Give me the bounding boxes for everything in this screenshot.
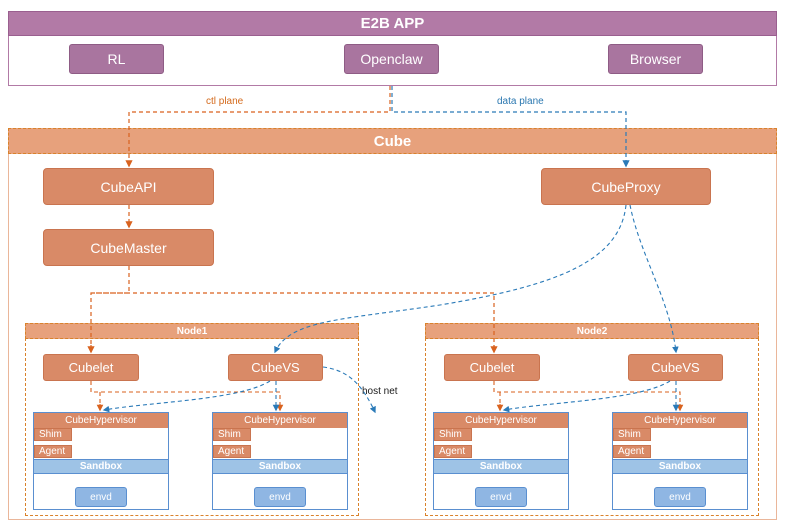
node1-cubevs-box[interactable]: CubeVS <box>228 354 323 381</box>
node2-sandbox-a-label: Sandbox <box>434 459 568 474</box>
node2-sandbox-a-hypervisor: CubeHypervisor <box>434 413 568 428</box>
openclaw-button[interactable]: Openclaw <box>344 44 439 74</box>
node1-sandbox-b-envd[interactable]: envd <box>254 487 306 507</box>
node1-cubelet-box[interactable]: Cubelet <box>43 354 139 381</box>
cubemaster-box[interactable]: CubeMaster <box>43 229 214 266</box>
node1-sandbox-b-label: Sandbox <box>213 459 347 474</box>
node1-sandbox-a-envd[interactable]: envd <box>75 487 127 507</box>
data-wire-host-net <box>322 366 376 414</box>
node2-title: Node2 <box>425 323 759 339</box>
ctl-wire-cubemaster-to-cubelets <box>90 266 495 352</box>
node2-sandbox-a-agent: Agent <box>434 445 472 458</box>
node1-sandbox-b-hypervisor: CubeHypervisor <box>213 413 347 428</box>
node1-ctl-wire-cubelet-to-hv <box>90 381 281 410</box>
node1-sandbox-a-shim: Shim <box>34 428 72 441</box>
cubeapi-box[interactable]: CubeAPI <box>43 168 214 205</box>
rl-button[interactable]: RL <box>69 44 164 74</box>
data-plane-wire-app-to-cubeproxy <box>391 86 630 168</box>
ctl-plane-wire-app-to-cubeapi <box>125 86 391 168</box>
data-plane-label: data plane <box>497 96 544 107</box>
node1-sandbox-b-shim: Shim <box>213 428 251 441</box>
node2-cubelet-box[interactable]: Cubelet <box>444 354 540 381</box>
cubeproxy-box[interactable]: CubeProxy <box>541 168 711 205</box>
node2-data-wire-cubevs-to-hv-a <box>502 380 671 413</box>
host-net-label: host net <box>362 386 398 397</box>
node1-sandbox-a-agent: Agent <box>34 445 72 458</box>
node2-cubevs-box[interactable]: CubeVS <box>628 354 723 381</box>
node2-sandbox-b-label: Sandbox <box>613 459 747 474</box>
data-wire-cubeproxy-to-node2-cubevs <box>629 204 679 354</box>
browser-button[interactable]: Browser <box>608 44 703 74</box>
ctl-plane-label: ctl plane <box>206 96 244 107</box>
node2-sandbox-b-hypervisor: CubeHypervisor <box>613 413 747 428</box>
node1-sandbox-a-hypervisor: CubeHypervisor <box>34 413 168 428</box>
cube-title: Cube <box>8 128 777 154</box>
node1-data-wire-cubevs-to-hv-a <box>102 380 271 413</box>
node1-title: Node1 <box>25 323 359 339</box>
data-wire-cubeproxy-to-node1-cubevs <box>274 204 627 354</box>
node2-sandbox-a-envd[interactable]: envd <box>475 487 527 507</box>
node2-ctl-wire-cubelet-to-hv <box>493 381 681 410</box>
node1-sandbox-b-agent: Agent <box>213 445 251 458</box>
node2-sandbox-b-shim: Shim <box>613 428 651 441</box>
e2b-app-title: E2B APP <box>8 11 777 36</box>
node2-sandbox-b-agent: Agent <box>613 445 651 458</box>
node2-sandbox-a-shim: Shim <box>434 428 472 441</box>
node2-sandbox-b-envd[interactable]: envd <box>654 487 706 507</box>
node1-sandbox-a-label: Sandbox <box>34 459 168 474</box>
